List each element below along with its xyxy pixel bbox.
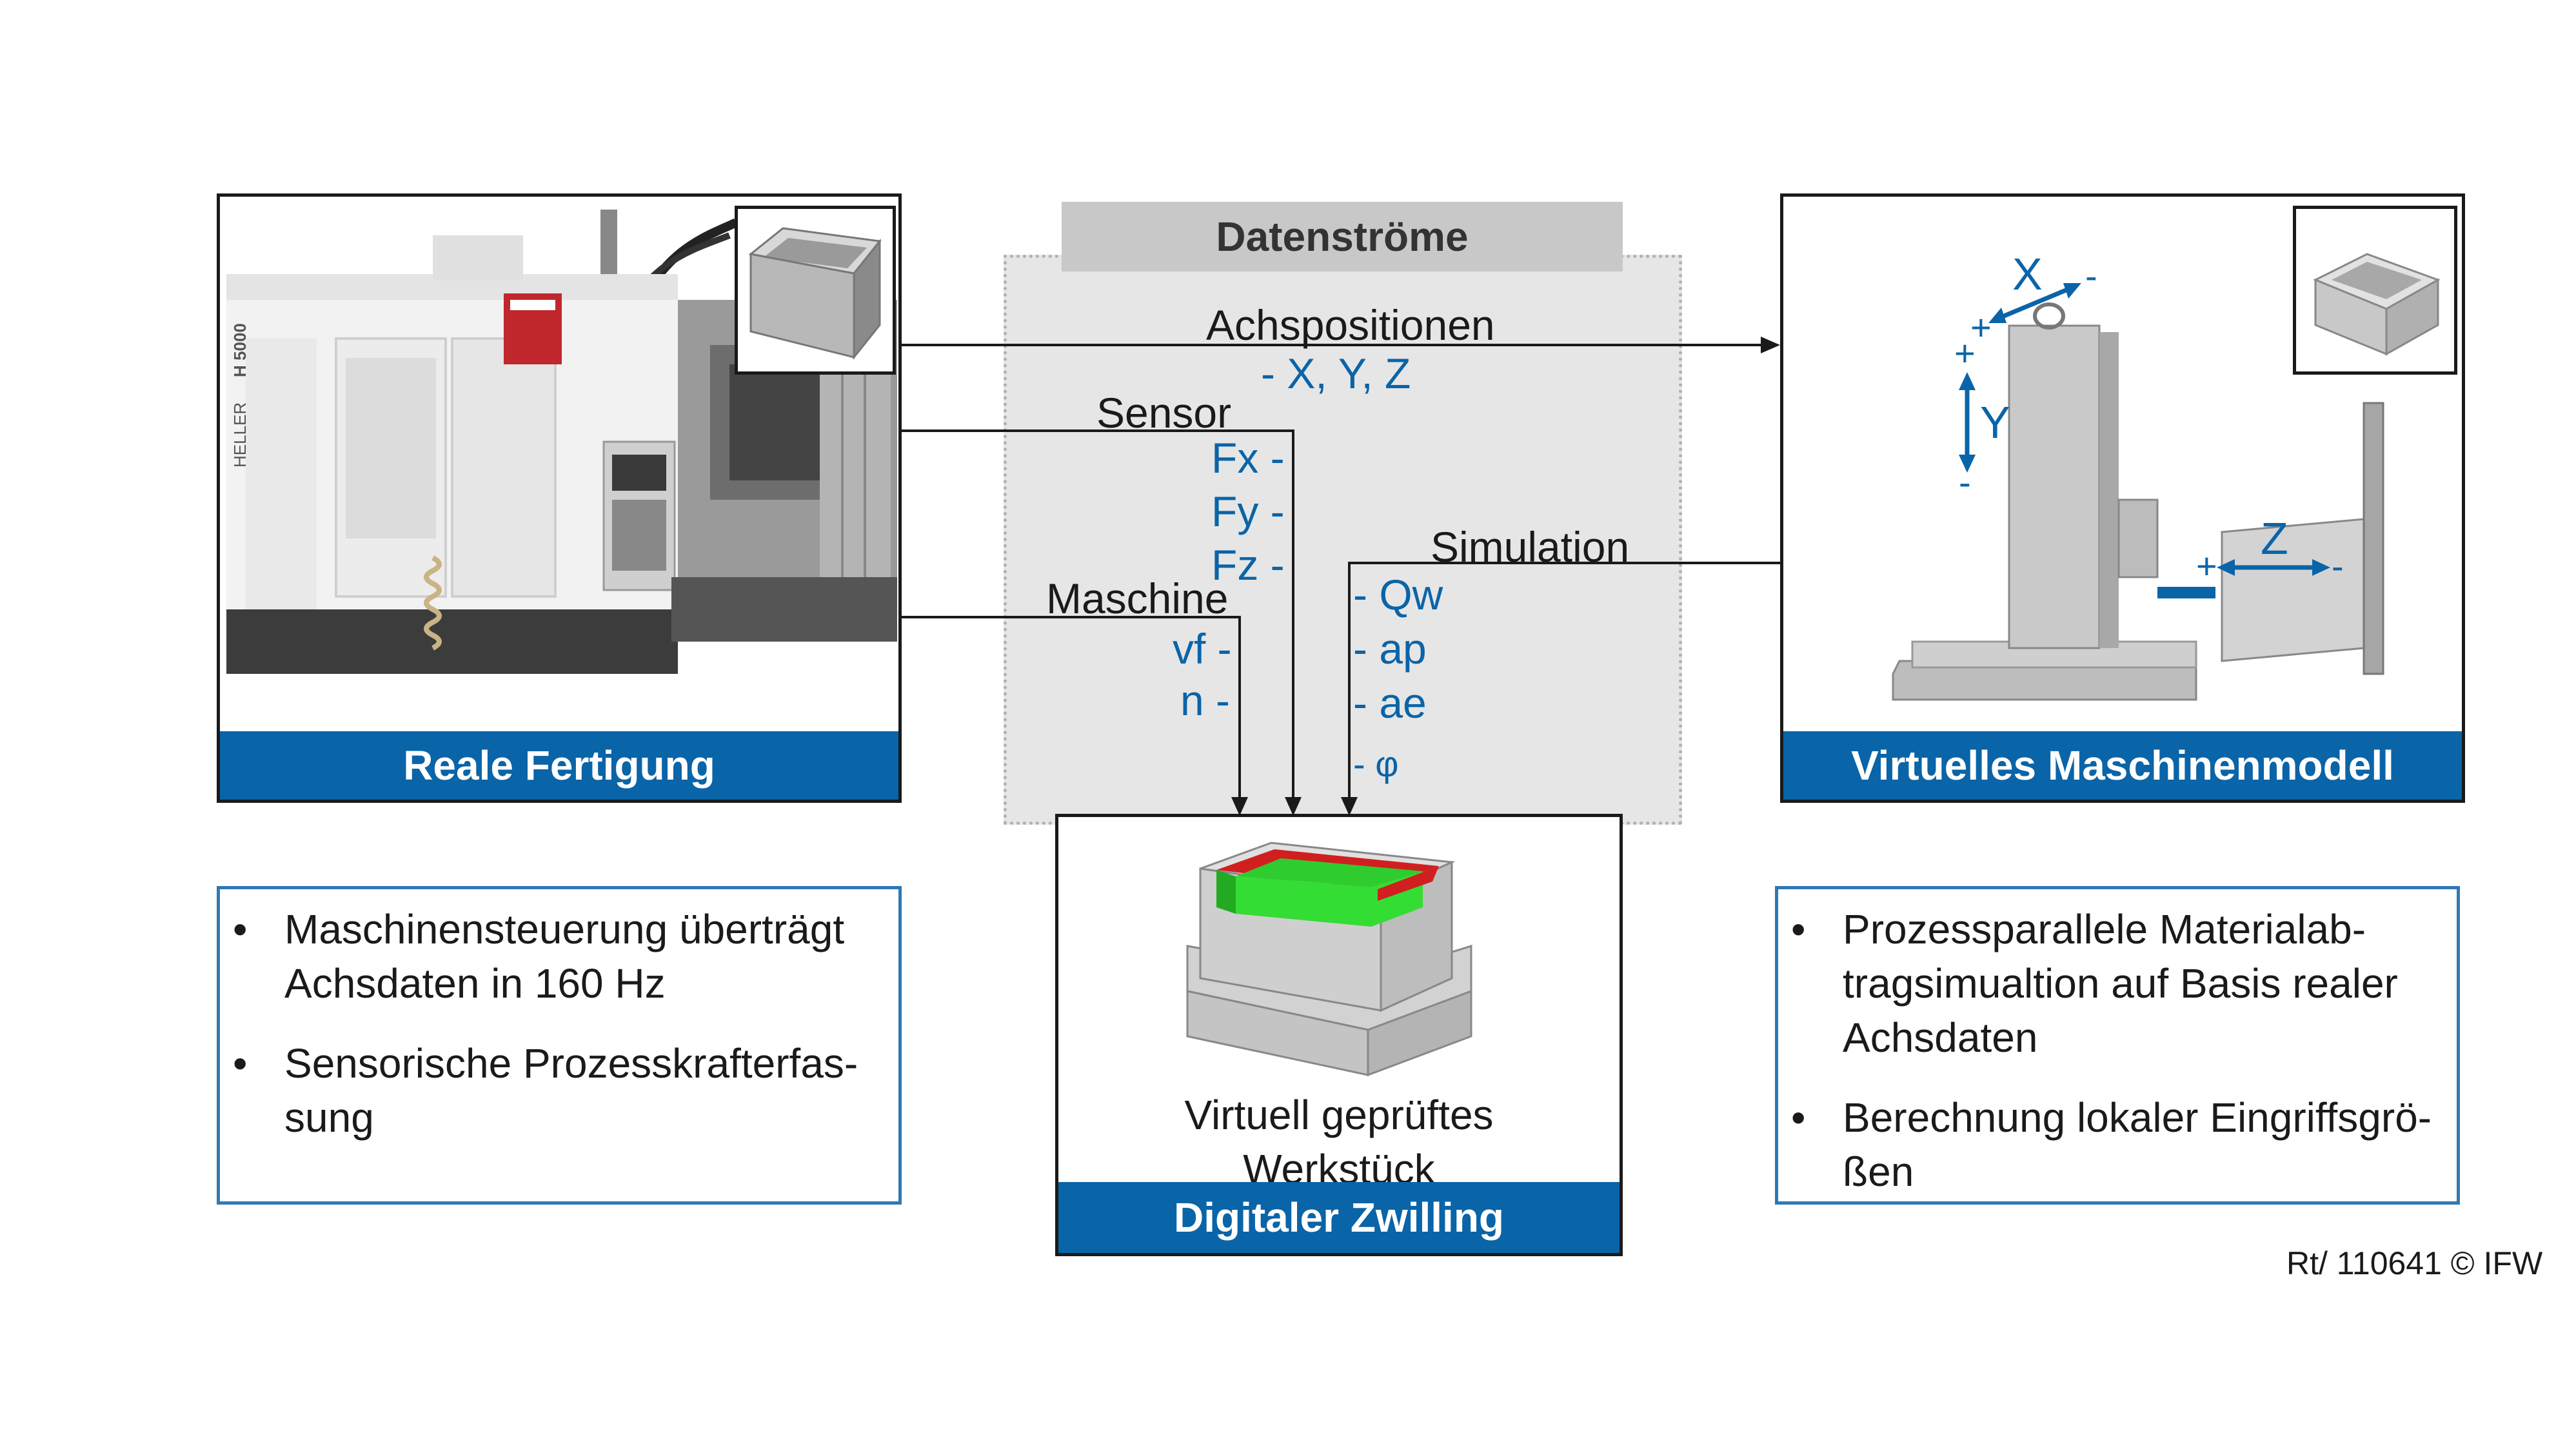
machine-model-render — [1892, 283, 2384, 701]
workpiece-model-icon — [2313, 253, 2441, 356]
twin-caption: Virtuell geprüftes Werkstück — [1058, 1088, 1620, 1196]
simulation-phi: - φ — [1353, 744, 1399, 784]
digital-twin-panel: Virtuell geprüftes Werkstück Digitaler Z… — [1055, 814, 1623, 1256]
axis-x-label: X — [2012, 249, 2043, 299]
simulation-qw: - Qw — [1353, 571, 1443, 618]
sensor-fy: Fy - — [1211, 488, 1285, 535]
axis-z-plus: + — [2196, 546, 2217, 586]
real-note-item: Maschinensteuerung überträgt Achsdaten i… — [233, 902, 879, 1010]
machine-brand: HELLER — [230, 402, 250, 468]
virtual-note-item: Prozessparallele Materialab-tragsimualti… — [1791, 902, 2437, 1065]
sensor-fz: Fz - — [1211, 541, 1285, 589]
sensor-label: Sensor — [1096, 389, 1232, 437]
digital-twin-title: Digitaler Zwilling — [1173, 1194, 1505, 1241]
maschine-n: n - — [1180, 676, 1231, 724]
real-production-title-bar: Reale Fertigung — [220, 731, 898, 800]
workpiece-render — [1186, 842, 1472, 1077]
virtual-model-panel: X Y Z + - + - + - Virtuelles Maschinenmo… — [1780, 193, 2465, 803]
real-production-title: Reale Fertigung — [403, 742, 715, 789]
sensor-fx: Fx - — [1211, 434, 1285, 482]
achspositionen-label: Achspositionen — [1206, 301, 1495, 349]
maschine-vf: vf - — [1173, 625, 1232, 673]
machine-model: H 5000 — [230, 323, 250, 377]
simulation-ap: - ap — [1353, 625, 1427, 673]
real-production-panel: HELLER H 5000 Reale Fertigung — [217, 193, 902, 803]
simulation-label: Simulation — [1431, 523, 1630, 571]
virtual-model-title-bar: Virtuelles Maschinenmodell — [1783, 731, 2462, 800]
workpiece-inset — [735, 206, 896, 375]
real-production-notes: Maschinensteuerung überträgt Achsdaten i… — [217, 886, 902, 1205]
maschine-label: Maschine — [1046, 575, 1229, 622]
datastreams-header-label: Datenströme — [1216, 213, 1469, 260]
axis-y-plus: + — [1954, 333, 1976, 373]
axis-z-label: Z — [2261, 513, 2288, 564]
twin-caption-line1: Virtuell geprüftes — [1184, 1092, 1494, 1138]
axis-z-minus: - — [2332, 546, 2344, 586]
datastreams-header: Datenströme — [1062, 202, 1623, 271]
axis-y-minus: - — [1959, 462, 1971, 502]
axis-x-plus: + — [1970, 307, 1992, 348]
virtual-model-title: Virtuelles Maschinenmodell — [1851, 742, 2394, 789]
real-note-item: Sensorische Prozesskrafterfas-sung — [233, 1036, 879, 1145]
achspositionen-values: - X, Y, Z — [1261, 350, 1411, 397]
axis-y-label: Y — [1980, 397, 2010, 448]
digital-twin-title-bar: Digitaler Zwilling — [1058, 1182, 1620, 1253]
simulation-ae: - ae — [1353, 679, 1427, 727]
axis-x-minus: - — [2085, 255, 2097, 296]
virtual-model-notes: Prozessparallele Materialab-tragsimualti… — [1775, 886, 2460, 1205]
machine-photo: HELLER H 5000 — [226, 210, 897, 674]
copyright-note: Rt/ 110641 © IFW — [2286, 1245, 2543, 1281]
virtual-note-item: Berechnung lokaler Eingriffsgrö-ßen — [1791, 1090, 2437, 1199]
workpiece-photo-icon — [748, 227, 882, 360]
workpiece-model-inset — [2293, 206, 2457, 375]
